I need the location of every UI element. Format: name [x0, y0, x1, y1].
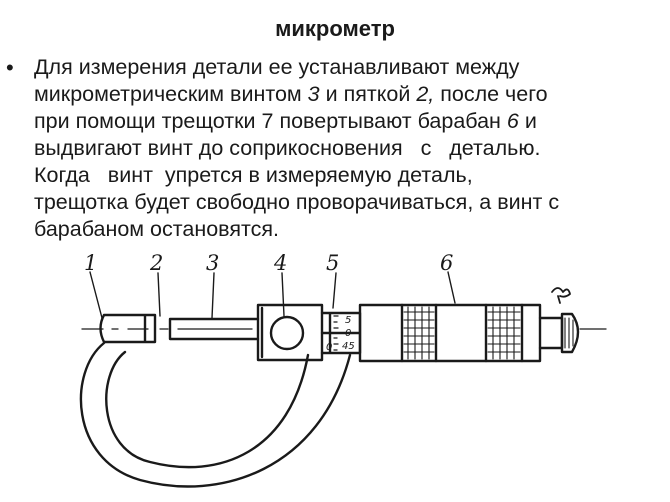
text-line-6: трещотка будет свободно проворачиваться,… [34, 190, 560, 214]
knurl-left [400, 303, 438, 363]
anvil [99, 313, 157, 344]
bullet-icon: • [6, 55, 14, 80]
ref-number-3: 3 [307, 82, 320, 106]
text-segment: микрометрическим винтом [34, 82, 308, 106]
scale-mark-0: 0 [345, 328, 351, 339]
leader-lines [89, 271, 456, 319]
callout-label-1: 1 [84, 251, 97, 275]
text-line-3: при помощи трещотки 7 повертывают бараба… [34, 108, 664, 135]
text-segment: и пяткой [319, 82, 417, 106]
ratchet-neck [538, 316, 564, 350]
text-line-5: Когда винт упрется в измеряемую деталь, [34, 163, 473, 187]
frame-top-block [256, 303, 324, 362]
thimble [358, 303, 542, 363]
text-line-4: выдвигают винт до соприкосновения с дета… [34, 136, 541, 160]
stem-ticks [333, 315, 339, 351]
text-segment: после чего [434, 82, 548, 106]
text-line-2: микрометрическим винтом 3 и пяткой 2, по… [34, 81, 664, 108]
text-line-1: Для измерения детали ее устанавливают ме… [34, 55, 520, 79]
ref-number-2: 2, [416, 82, 435, 106]
callout-label-4: 4 [273, 251, 287, 275]
callout-label-2: 2 [149, 251, 163, 275]
callout-label-3: 3 [206, 251, 219, 275]
knurl-right-pattern [487, 306, 521, 360]
ratchet-mark [551, 287, 571, 304]
ref-number-6: 6 [506, 109, 519, 133]
ratchet-cap [560, 312, 580, 354]
callout-label-6: 6 [440, 251, 453, 275]
lock-nut [269, 315, 305, 351]
description-paragraph: Для измерения детали ее устанавливают ме… [34, 54, 664, 243]
ratchet-knurl [564, 317, 574, 349]
scale-mark-5: 5 [345, 315, 351, 326]
knurl-left-pattern [403, 306, 435, 360]
knurl-right [484, 303, 524, 363]
text-line-7: барабаном остановятся. [34, 217, 279, 241]
slide-title: микрометр [275, 16, 395, 41]
text-segment: при помощи трещотки 7 повертывают бараба… [34, 109, 507, 133]
micrometer-frame [79, 341, 352, 488]
callout-label-5: 5 [326, 251, 339, 275]
scale-mark-45: 45 [342, 341, 355, 352]
scale-zero-mark: 0 [326, 342, 332, 353]
spindle [168, 317, 260, 341]
text-segment: и [518, 109, 537, 133]
